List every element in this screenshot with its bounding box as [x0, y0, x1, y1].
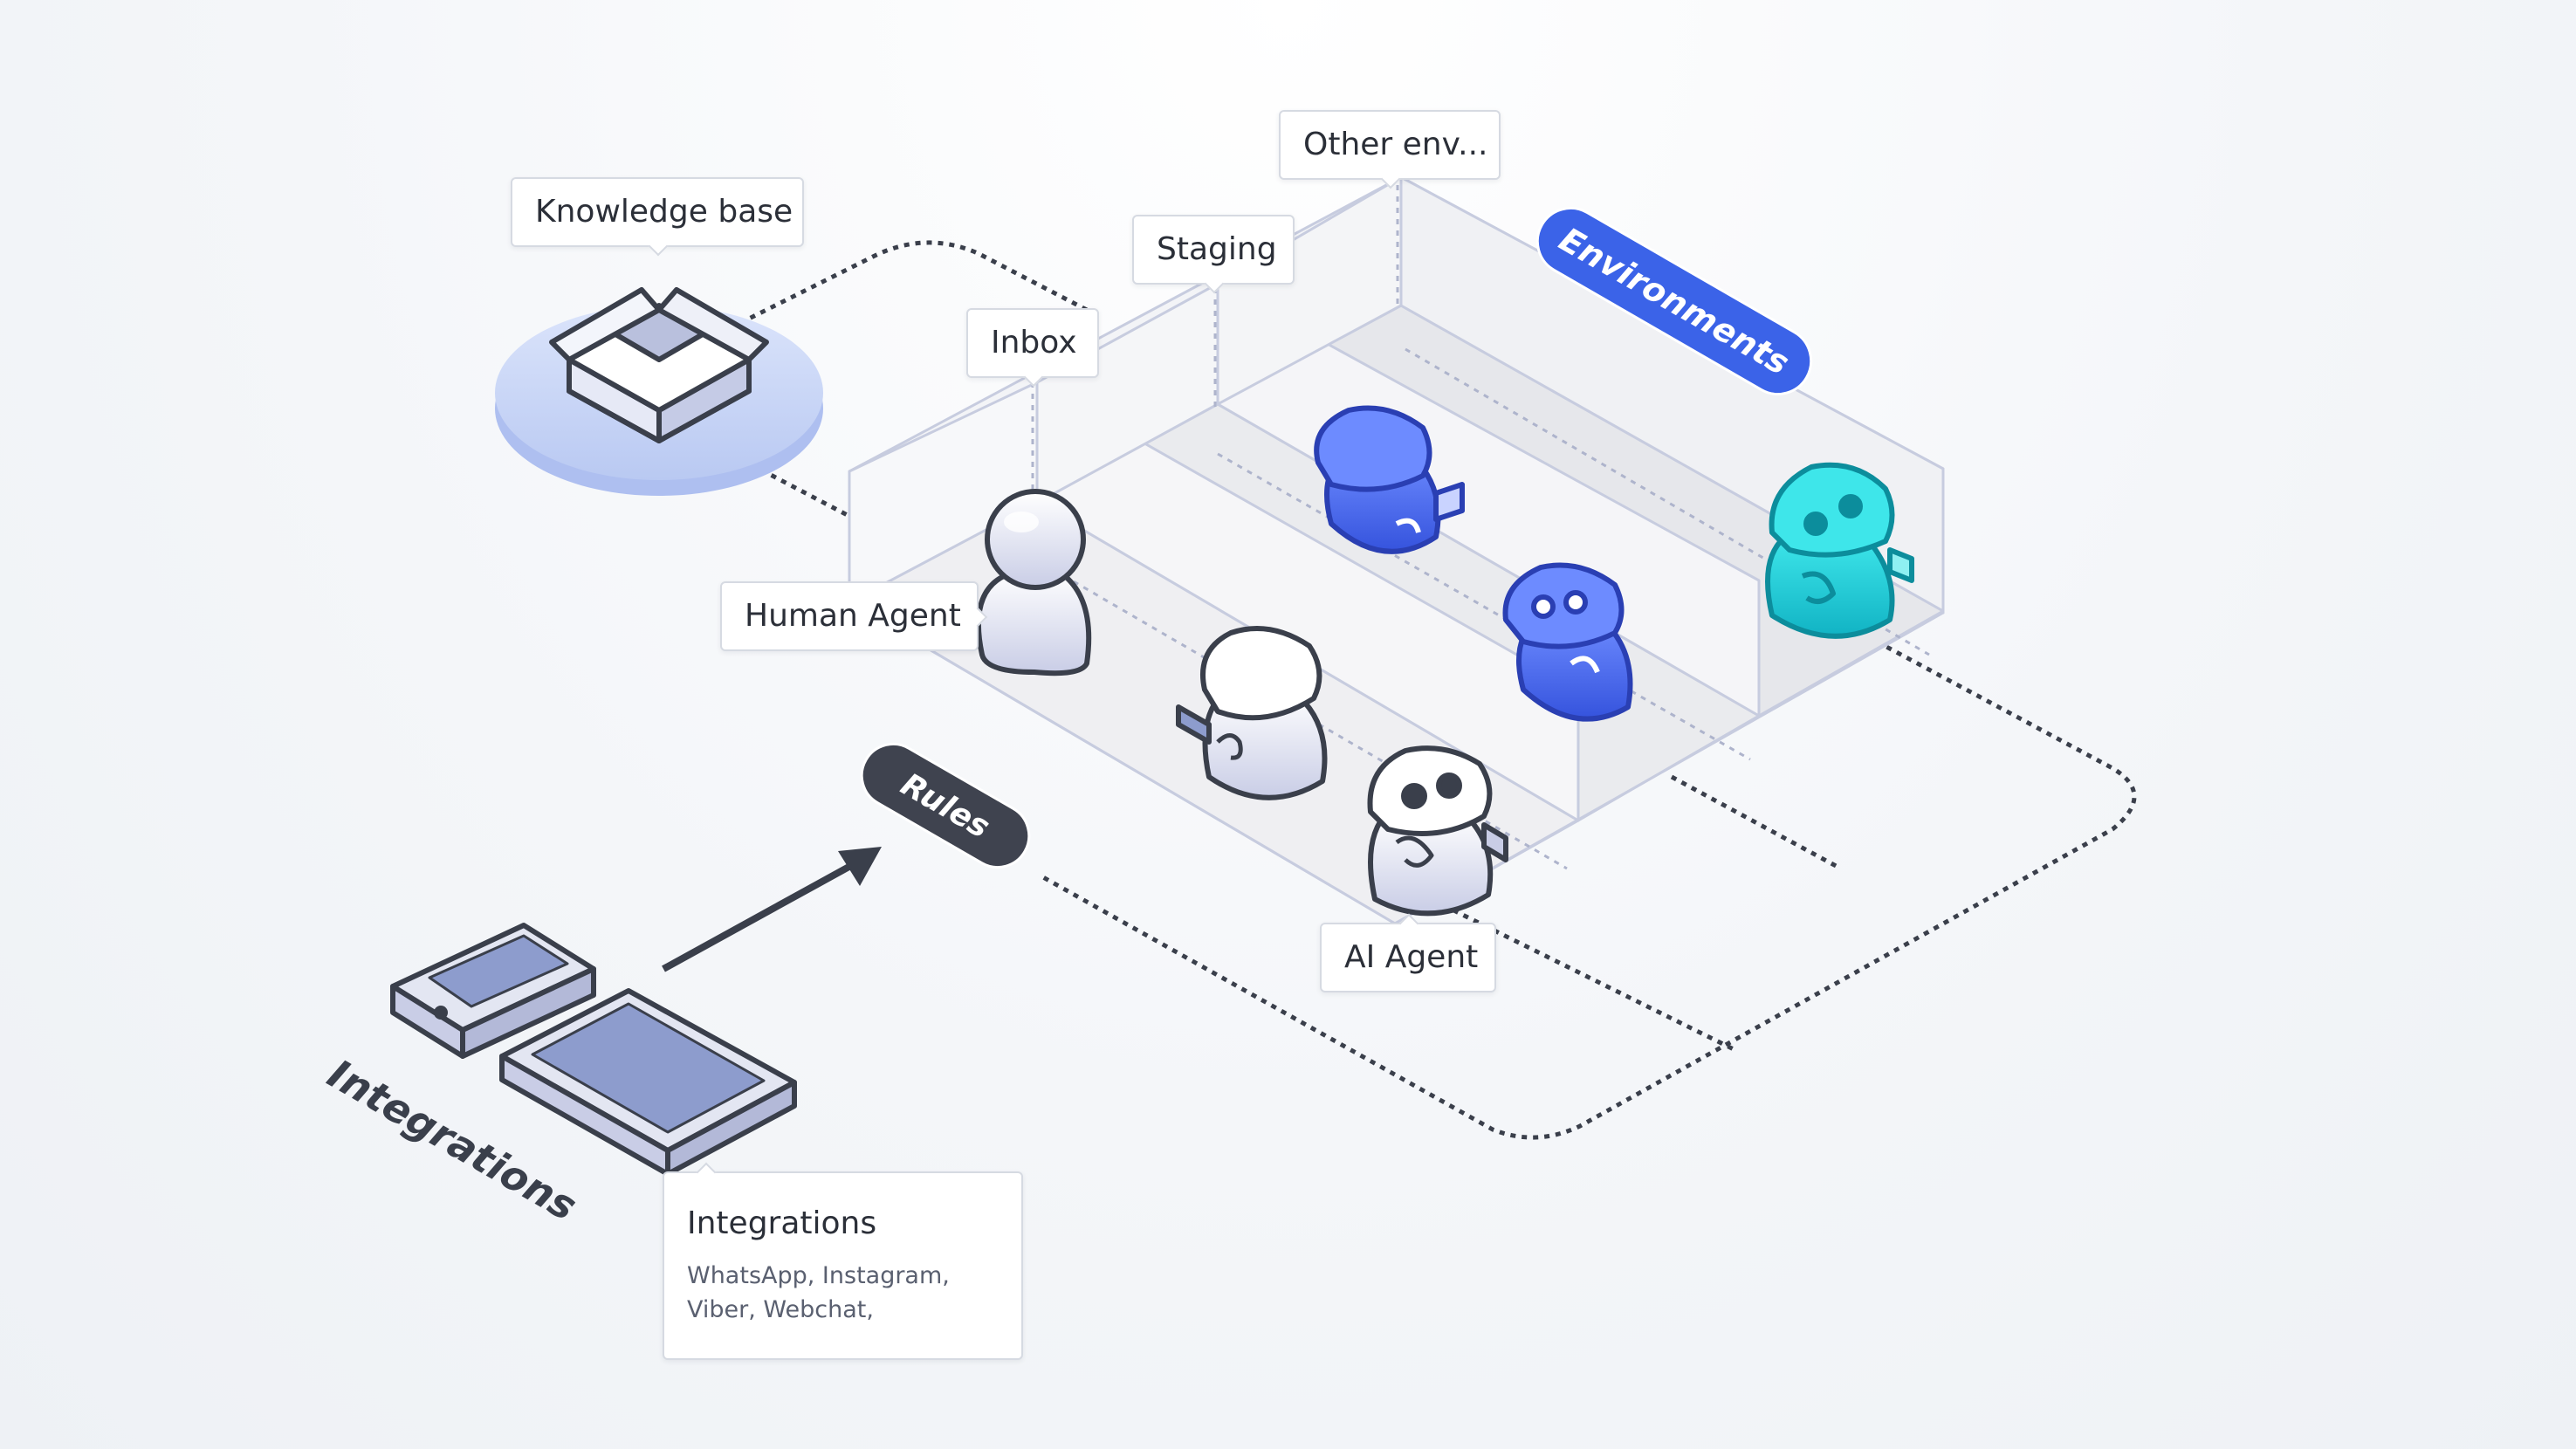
human-agent-icon[interactable] — [975, 489, 1092, 676]
knowledge-base-callout: Knowledge base — [511, 177, 804, 247]
robot-icon-inbox-1[interactable] — [1176, 626, 1328, 800]
robot-icon-staging-1[interactable] — [1314, 405, 1465, 554]
tablet-icon[interactable] — [499, 988, 797, 1177]
phone-icon[interactable] — [390, 923, 596, 1059]
integrations-card-description: WhatsApp, Instagram, Viber, Webchat, — [687, 1262, 950, 1324]
arrow-icon — [662, 847, 882, 972]
human-agent-callout: Human Agent — [720, 581, 979, 651]
robot-icon-staging-2[interactable] — [1502, 562, 1633, 722]
kb-to-environment-path — [738, 240, 1089, 326]
robot-icon-inbox-2[interactable] — [1367, 745, 1508, 917]
ai-to-loop-path — [1391, 877, 1739, 1054]
staging-callout: Staging — [1132, 215, 1295, 285]
other-env-callout: Other env... — [1279, 110, 1501, 180]
staging-exit-path — [1670, 774, 1839, 869]
knowledge-base[interactable] — [495, 287, 823, 496]
inbox-callout: Inbox — [966, 308, 1099, 378]
box-icon — [549, 287, 769, 443]
ai-agent-callout: AI Agent — [1320, 923, 1496, 992]
rules-pill[interactable]: Rules — [850, 732, 1041, 878]
robot-icon-other-env[interactable] — [1765, 462, 1914, 639]
integrations-card: Integrations WhatsApp, Instagram, Viber,… — [663, 1171, 1023, 1360]
integrations-card-title: Integrations — [687, 1205, 877, 1241]
outer-loop-path — [1041, 639, 2137, 1140]
